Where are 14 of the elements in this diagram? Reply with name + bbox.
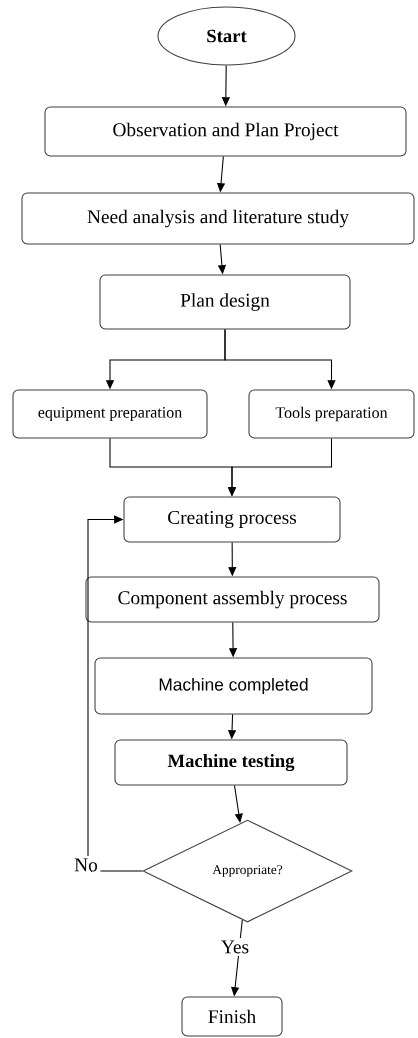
arrow — [87, 515, 143, 872]
process-box: Need analysis and literature study — [21, 192, 415, 245]
process-box: Finish — [181, 996, 283, 1037]
process-box: Machine testing — [114, 739, 348, 786]
edge-label: Yes — [218, 937, 252, 957]
edge-label: No — [71, 855, 101, 875]
process-box: Component assembly process — [85, 576, 380, 623]
process-box: Observation and Plan Project — [44, 106, 407, 157]
arrow — [233, 785, 243, 823]
process-box: Plan design — [99, 274, 351, 330]
process-box: Tools preparation — [248, 389, 415, 439]
process-box: Creating process — [123, 496, 341, 543]
process-box: Machine completed — [94, 657, 373, 715]
process-box: equipment preparation — [12, 389, 208, 439]
